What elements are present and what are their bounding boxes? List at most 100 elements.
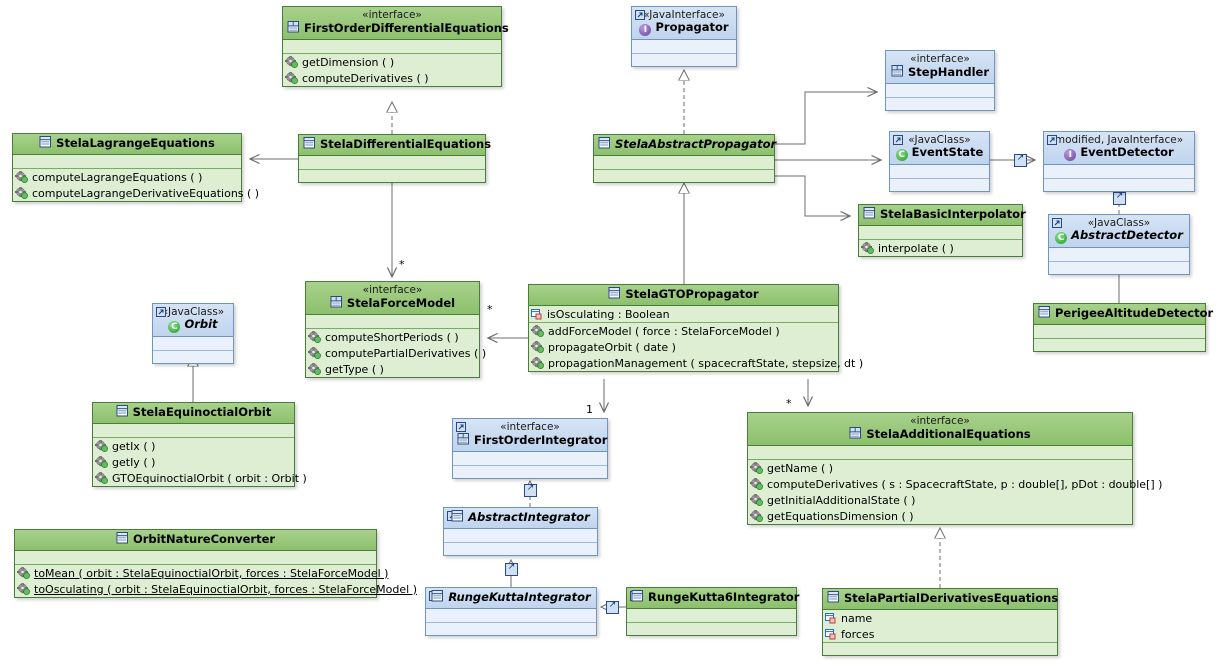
- java-marker-icon-rk6-link: [606, 599, 619, 614]
- operations-compartment: toMean ( orbit : StelaEquinoctialOrbit, …: [15, 564, 417, 597]
- java-marker-icon-eventstate-link: [1014, 152, 1027, 167]
- class-title: StelaGTOPropagator: [533, 287, 834, 302]
- svg-text:I: I: [335, 296, 337, 301]
- operation-label: computeLagrangeDerivativeEquations ( ): [32, 186, 260, 200]
- java-marker-icon: [635, 10, 645, 20]
- class-header-stelaAdditionalEquations: «interface» I StelaAdditionalEquations: [748, 413, 1132, 446]
- operations-compartment: [632, 53, 736, 66]
- operation-label: toMean ( orbit : StelaEquinoctialOrbit, …: [34, 566, 389, 580]
- attribute-icon: [825, 628, 837, 640]
- operation-row: computeLagrangeDerivativeEquations ( ): [13, 185, 259, 201]
- class-name-text: FirstOrderIntegrator: [474, 433, 608, 447]
- attributes-compartment: [306, 315, 479, 328]
- operations-compartment: [299, 169, 485, 182]
- class-title: RungeKuttaIntegrator: [430, 590, 592, 605]
- interface-icon: I: [891, 65, 904, 80]
- operation-icon: [308, 347, 321, 359]
- class-box-stelaAbstractPropagator[interactable]: StelaAbstractPropagator: [593, 134, 776, 183]
- operations-compartment: [453, 465, 607, 478]
- class-box-rungeKuttaIntegrator[interactable]: RungeKuttaIntegrator: [425, 587, 597, 636]
- attribute-row: name: [823, 610, 1057, 626]
- class-title: AbstractIntegrator: [448, 510, 593, 525]
- class-name-text: RungeKutta6Integrator: [648, 590, 800, 604]
- class-box-stelaDifferentialEquations[interactable]: StelaDifferentialEquations: [298, 134, 491, 183]
- class-icon: [631, 590, 644, 605]
- interface-icon: I: [849, 427, 862, 442]
- operations-compartment: [153, 350, 233, 363]
- attributes-compartment: [1044, 165, 1194, 178]
- class-name-text: RungeKuttaIntegrator: [448, 590, 591, 604]
- class-header-abstractIntegrator: AbstractIntegrator: [444, 508, 597, 529]
- class-title: StelaLagrangeEquations: [17, 136, 237, 151]
- class-box-perigeeAltitudeDetector[interactable]: PerigeeAltitudeDetector: [1033, 303, 1213, 352]
- java-marker-icon-detector-link: [1113, 190, 1126, 205]
- attributes-compartment: [890, 165, 989, 178]
- operation-icon: [308, 331, 321, 343]
- operations-compartment: [890, 178, 989, 191]
- class-stereotype: «interface»: [910, 415, 970, 427]
- operations-compartment: addForceModel ( force : StelaForceModel …: [529, 322, 863, 371]
- class-name-text: OrbitNatureConverter: [132, 532, 276, 546]
- class-name-text: StelaAdditionalEquations: [866, 427, 1031, 441]
- interface-icon: I: [457, 433, 470, 448]
- operation-icon: [750, 462, 763, 474]
- operation-icon: [17, 567, 30, 579]
- class-box-orbitNatureConverter[interactable]: OrbitNatureConverter toMean ( orbit : Ste…: [14, 529, 417, 598]
- class-title: StelaPartialDerivativesEquations: [827, 591, 1058, 606]
- class-name-text: StelaBasicInterpolator: [880, 207, 1026, 221]
- attributes-compartment: [1034, 325, 1205, 338]
- class-name-text: AbstractDetector: [1071, 228, 1183, 242]
- class-box-abstractIntegrator[interactable]: AbstractIntegrator: [443, 507, 598, 556]
- class-box-rungeKutta6Integrator[interactable]: RungeKutta6Integrator: [626, 587, 800, 636]
- operation-row: computePartialDerivatives ( ): [306, 345, 486, 361]
- java-class-icon: C: [895, 149, 908, 161]
- operation-icon: [308, 363, 321, 375]
- interface-icon: I: [287, 21, 300, 36]
- operations-compartment: [1049, 261, 1189, 274]
- operations-compartment: computeShortPeriods ( )computePartialDer…: [306, 328, 486, 377]
- class-icon: [1038, 306, 1051, 321]
- operation-label: interpolate ( ): [878, 241, 954, 255]
- class-stereotype: «interface»: [362, 9, 422, 21]
- class-name-text: AbstractIntegrator: [468, 510, 590, 524]
- svg-text:I: I: [855, 427, 857, 432]
- class-stereotype: «JavaClass»: [161, 306, 225, 318]
- attributes-compartment: [15, 551, 376, 564]
- operations-compartment: [1034, 338, 1205, 351]
- operation-icon: [15, 187, 28, 199]
- operations-compartment: [426, 622, 596, 635]
- class-icon: [451, 510, 464, 525]
- java-interface-icon: I: [1064, 149, 1077, 161]
- class-title: PerigeeAltitudeDetector: [1038, 306, 1213, 321]
- operation-icon: [750, 478, 763, 490]
- class-header-stelaDifferentialEquations: StelaDifferentialEquations: [299, 135, 491, 156]
- operations-compartment: [823, 642, 1057, 655]
- operation-row: interpolate ( ): [859, 240, 1022, 256]
- operation-row: GTOEquinoctialOrbit ( orbit : Orbit ): [93, 470, 307, 486]
- class-name-text: Propagator: [655, 20, 729, 34]
- class-box-stelaBasicInterpolator[interactable]: StelaBasicInterpolator interpolate ( ): [858, 204, 1026, 257]
